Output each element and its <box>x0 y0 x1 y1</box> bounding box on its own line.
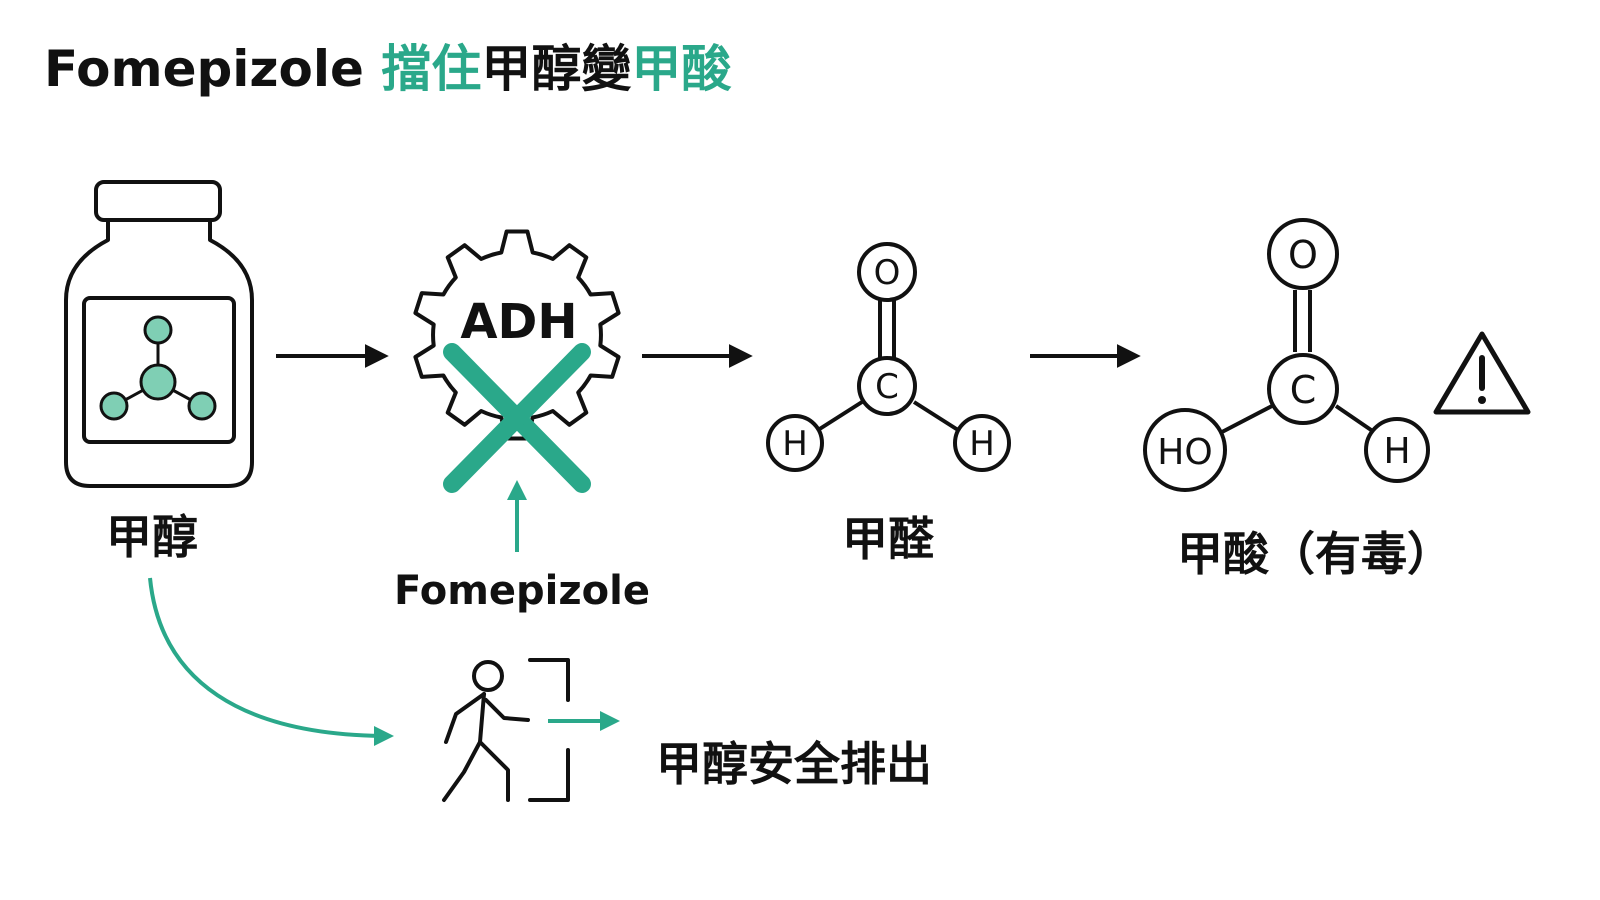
bottle-icon <box>64 180 254 488</box>
bypass-arrow <box>148 577 394 746</box>
svg-text:C: C <box>1290 368 1317 412</box>
title-part-block: 擋住 <box>381 40 481 98</box>
svg-text:H: H <box>782 424 808 464</box>
cross-icon <box>443 343 591 493</box>
warning-icon <box>1433 331 1531 415</box>
door-icon <box>528 658 620 802</box>
enzyme-label: ADH <box>460 294 577 350</box>
methanol-label: 甲醇 <box>106 510 198 564</box>
svg-text:H: H <box>1383 431 1410 472</box>
walking-person-icon <box>442 660 530 802</box>
atom-hydrogen-left: H <box>766 414 824 472</box>
page-title: Fomepizole 擋住甲醇變甲酸 <box>44 40 732 98</box>
atom-carbon: C <box>857 356 917 416</box>
svg-text:O: O <box>874 253 901 293</box>
formaldehyde-molecule: O C H H <box>766 242 1011 472</box>
title-part-methanol: 甲醇變 <box>481 40 631 98</box>
atom-hydrogen: H <box>1364 417 1430 483</box>
svg-text:H: H <box>969 424 995 464</box>
molecule-icon <box>99 315 217 421</box>
formaldehyde-label: 甲醛 <box>842 512 934 566</box>
inhibitor-label: Fomepizole <box>394 568 650 614</box>
atom-hydrogen-right: H <box>953 414 1011 472</box>
svg-text:HO: HO <box>1157 432 1212 473</box>
gear-icon <box>413 229 621 441</box>
svg-text:C: C <box>875 367 899 407</box>
title-part-formic: 甲酸 <box>631 40 732 98</box>
safe-exit-label: 甲醇安全排出 <box>656 737 932 791</box>
atom-carbon: C <box>1267 353 1339 425</box>
formic-acid-label: 甲酸（有毒） <box>1177 527 1453 581</box>
title-part-drug: Fomepizole <box>44 40 381 98</box>
svg-text:O: O <box>1288 233 1318 277</box>
atom-oxygen: O <box>1267 218 1339 290</box>
formic-acid-molecule: O C HO H <box>1143 218 1430 492</box>
atom-hydroxyl: HO <box>1143 408 1227 492</box>
atom-oxygen: O <box>857 242 917 302</box>
